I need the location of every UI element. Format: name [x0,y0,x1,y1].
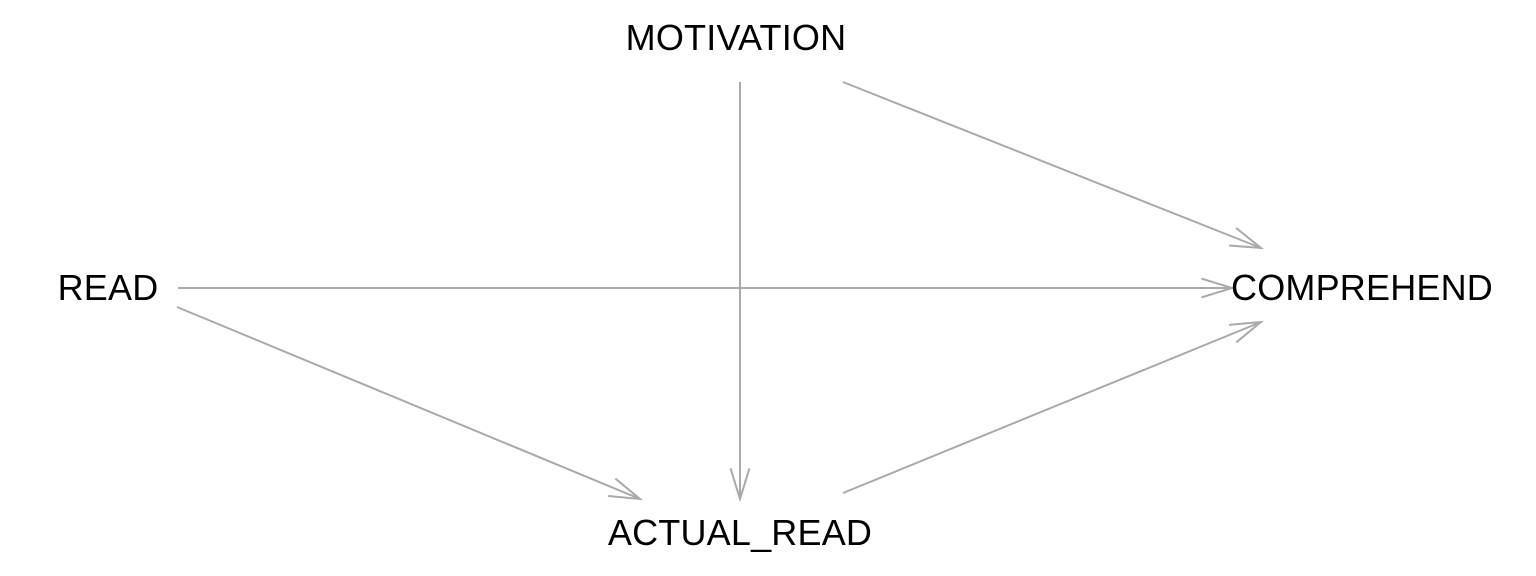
edge-motivation-to-comprehend [842,81,1265,250]
node-label-motivation[interactable]: MOTIVATION [625,17,847,58]
edge-motivation-to-comprehend-arrowhead [1229,227,1265,250]
edge-actual-read-to-comprehend-arrowhead [1229,320,1265,344]
node-label-read[interactable]: READ [57,267,159,308]
edge-motivation-to-comprehend-line [842,81,1262,249]
edge-read-to-comprehend [178,277,1236,299]
edge-motivation-to-actual-read [729,82,751,503]
edge-read-to-actual-read-line [176,306,641,500]
node-label-comprehend[interactable]: COMPREHEND [1230,267,1494,308]
edge-read-to-actual-read [176,306,644,501]
edge-actual-read-to-comprehend-line [842,321,1262,494]
edge-read-to-actual-read-arrowhead [608,477,644,501]
node-label-actual-read[interactable]: ACTUAL_READ [607,512,873,553]
edge-motivation-to-actual-read-arrowhead [729,468,751,503]
edge-read-to-comprehend-arrowhead [1201,277,1236,299]
edge-actual-read-to-comprehend [842,320,1265,494]
